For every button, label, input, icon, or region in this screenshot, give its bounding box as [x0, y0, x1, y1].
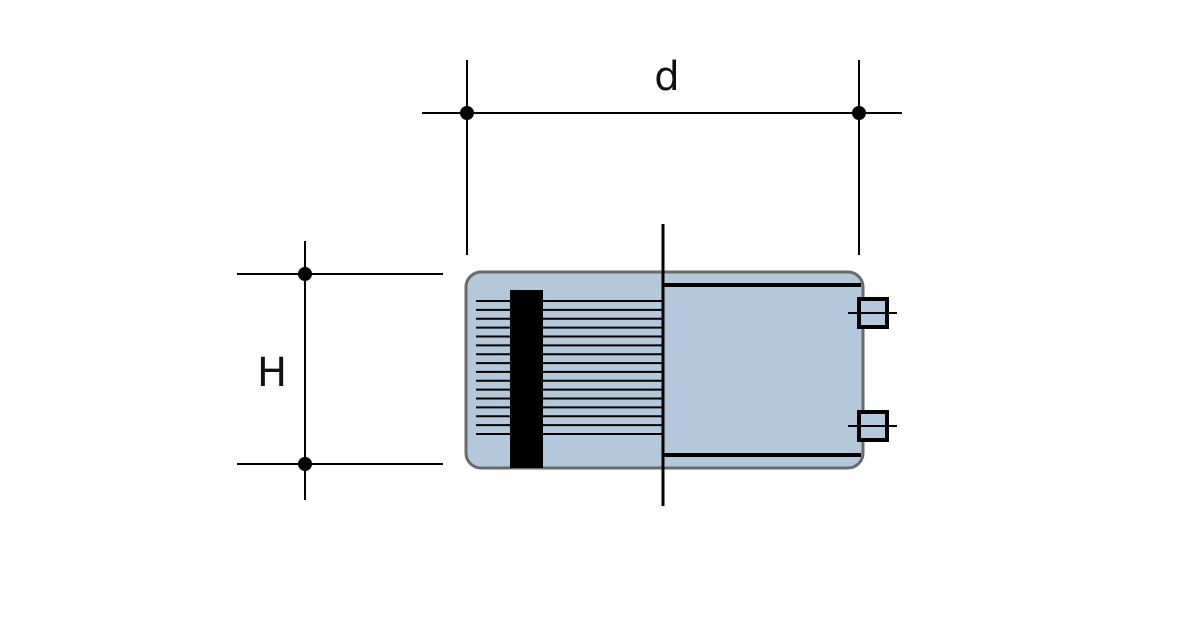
label-h: H	[257, 350, 287, 396]
width-dimension: d	[422, 54, 902, 255]
component	[464, 224, 897, 506]
terminal-bottom	[848, 410, 897, 442]
dimension-point	[298, 267, 312, 281]
core-bar	[510, 290, 543, 468]
terminal-top	[848, 297, 897, 329]
dimension-point	[460, 106, 474, 120]
label-d: d	[654, 54, 679, 100]
dimension-point	[298, 457, 312, 471]
height-dimension: H	[237, 241, 443, 500]
winding-lines	[476, 300, 662, 435]
dimension-point	[852, 106, 866, 120]
